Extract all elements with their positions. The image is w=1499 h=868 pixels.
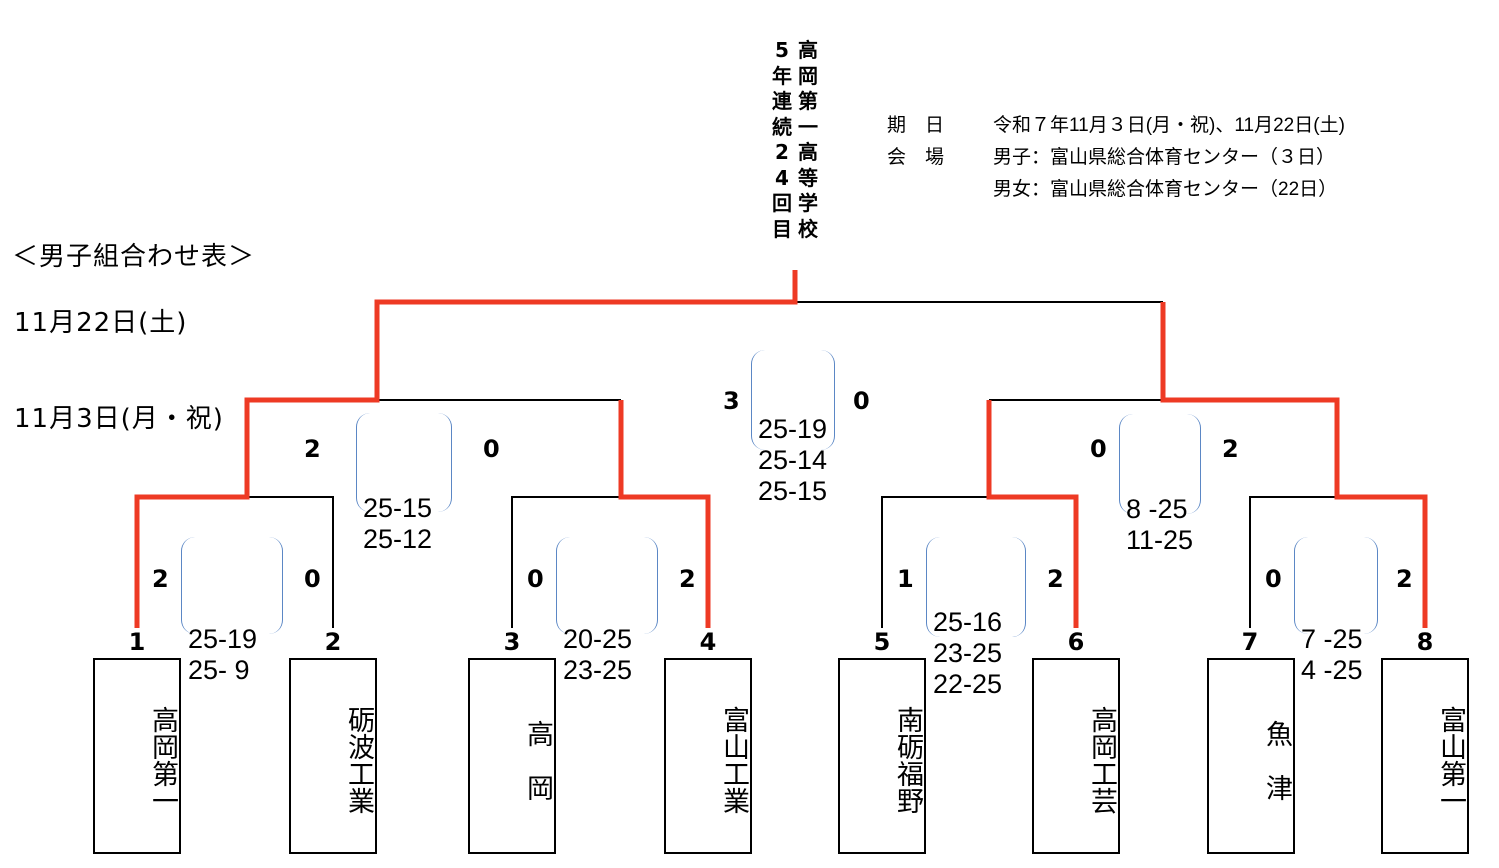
score-right: 0 <box>853 387 870 415</box>
score-right: 2 <box>679 565 696 593</box>
team-name: 魚 津 <box>1261 719 1292 801</box>
team-name: 高 岡 <box>522 719 553 801</box>
champion-school: 高岡第一高等学校 <box>798 38 818 241</box>
score-left: 3 <box>723 387 740 415</box>
win-line-team1 <box>134 270 798 628</box>
page-title: ＜男子組合わせ表＞ <box>12 242 256 272</box>
champion-record: 5年連続24回目 <box>772 38 792 241</box>
score-left: 1 <box>897 565 914 593</box>
set-score: 7 -25 <box>1301 624 1363 654</box>
set-score: 25-15 <box>363 493 433 523</box>
seed-number: 5 <box>873 628 891 656</box>
line-team5 <box>881 496 989 628</box>
set-score: 4 -25 <box>1301 655 1363 685</box>
score-left: 2 <box>152 565 169 593</box>
win-line-team4 <box>618 400 711 628</box>
score-right: 2 <box>1222 435 1239 463</box>
seed-number: 7 <box>1241 628 1259 656</box>
line-team3 <box>511 496 621 628</box>
seed-number: 6 <box>1067 628 1085 656</box>
line-team7 <box>1249 496 1337 628</box>
team-name: 高岡工芸 <box>1086 706 1117 814</box>
score-right: 0 <box>483 435 500 463</box>
venue-mixed: 男女：富山県総合体育センター（22日） <box>993 179 1338 200</box>
venue-boys: 男子：富山県総合体育センター（３日） <box>993 147 1336 168</box>
first-round-date: 11月3日(月・祝) <box>14 404 224 434</box>
team-box: 富山第一 <box>1381 658 1469 854</box>
set-score: 11-25 <box>1126 525 1194 555</box>
team-box: 高岡工芸 <box>1032 658 1120 854</box>
team-box: 富山工業 <box>664 658 752 854</box>
set-score: 25-19 <box>758 414 828 444</box>
team-name: 南砺福野 <box>892 706 923 814</box>
win-line-team8 <box>1160 302 1428 628</box>
score-right: 0 <box>304 565 321 593</box>
score-left: 2 <box>304 435 321 463</box>
set-score: 25- 9 <box>188 655 250 685</box>
set-score: 22-25 <box>933 669 1003 699</box>
seed-number: 8 <box>1416 628 1434 656</box>
team-box: 南砺福野 <box>838 658 926 854</box>
date-label: 期 日 <box>887 115 945 136</box>
team-box: 砺波工業 <box>289 658 377 854</box>
score-right: 2 <box>1047 565 1064 593</box>
set-score: 25-15 <box>758 476 828 506</box>
venue-label: 会 場 <box>887 147 945 168</box>
score-left: 0 <box>1090 435 1107 463</box>
team-name: 富山工業 <box>718 706 749 814</box>
set-score: 25-19 <box>188 624 258 654</box>
set-score: 25-16 <box>933 607 1003 637</box>
set-score: 25-12 <box>363 524 433 554</box>
team-box: 高岡第一 <box>93 658 181 854</box>
team-name: 高岡第一 <box>147 706 178 814</box>
set-score: 8 -25 <box>1126 494 1188 524</box>
set-score: 25-14 <box>758 445 828 475</box>
team-name: 富山第一 <box>1435 706 1466 814</box>
team-box: 高 岡 <box>468 658 556 854</box>
seed-number: 4 <box>699 628 717 656</box>
set-score: 23-25 <box>933 638 1003 668</box>
score-left: 0 <box>527 565 544 593</box>
team-name: 砺波工業 <box>343 706 374 814</box>
team-box: 魚 津 <box>1207 658 1295 854</box>
seed-number: 3 <box>503 628 521 656</box>
score-right: 2 <box>1396 565 1413 593</box>
set-score: 20-25 <box>563 624 633 654</box>
score-left: 0 <box>1265 565 1282 593</box>
line-team2 <box>247 496 334 628</box>
date-value: 令和７年11月３日(月・祝)、11月22日(土) <box>993 115 1345 136</box>
win-line-team6 <box>986 400 1079 628</box>
seed-number: 1 <box>128 628 146 656</box>
seed-number: 2 <box>324 628 342 656</box>
set-score: 23-25 <box>563 655 633 685</box>
final-date: 11月22日(土) <box>14 308 188 338</box>
